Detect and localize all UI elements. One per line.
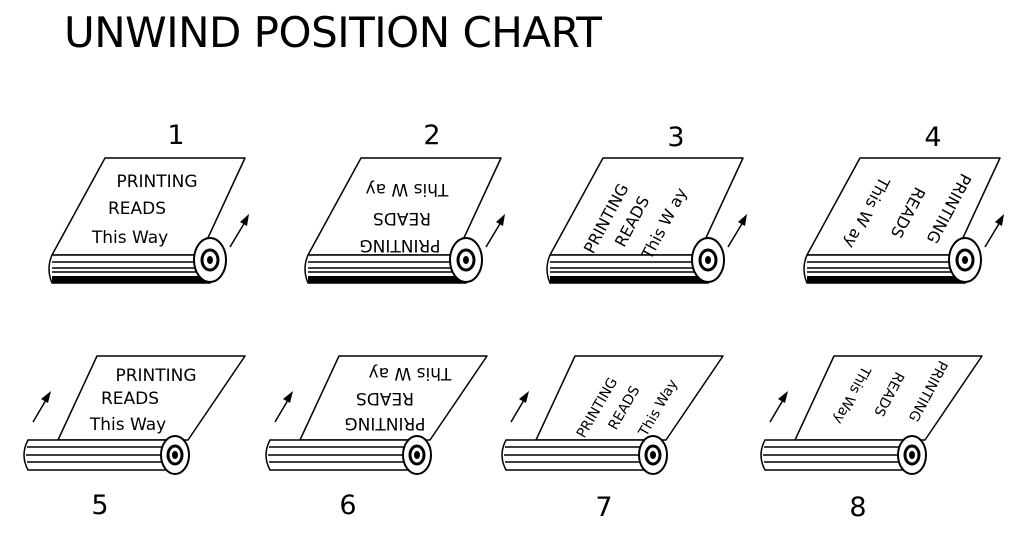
position-number-2: 2 — [423, 120, 441, 151]
roll-5-text-reads: READS — [101, 389, 159, 409]
unwind-roll-1: PRINTING READS This Way — [47, 156, 251, 285]
position-number-4: 4 — [924, 122, 942, 153]
unwind-roll-6: This W ay READS PRINTING — [264, 354, 489, 476]
roll-1-text-printing: PRINTING — [116, 172, 197, 192]
roll-2-text-thisway: This W ay — [366, 179, 450, 199]
chart-title: UNWIND POSITION CHART — [64, 8, 602, 57]
unwind-roll-2: This W ay READS PRINTING — [303, 156, 507, 285]
unwind-roll-4: This W ay READS PRINTING — [802, 156, 1006, 285]
position-number-6: 6 — [339, 490, 357, 521]
unwind-roll-5: PRINTING READS This Way — [22, 354, 247, 476]
roll-2-text-reads: READS — [373, 208, 431, 228]
roll-5-text-printing: PRINTING — [115, 366, 196, 386]
roll-6-text-reads: READS — [356, 388, 414, 408]
position-number-7: 7 — [595, 492, 613, 523]
unwind-roll-3: PRINTING READS This W ay — [545, 156, 749, 285]
roll-6-text-thisway: This W ay — [369, 363, 453, 383]
position-number-5: 5 — [91, 490, 109, 521]
position-number-3: 3 — [667, 122, 685, 153]
unwind-roll-7: PRINTING READS This Way — [500, 354, 725, 476]
roll-5-text-thisway: This Way — [89, 415, 166, 435]
position-number-8: 8 — [849, 492, 867, 523]
roll-1-text-reads: READS — [108, 199, 166, 219]
unwind-roll-8: This Way READS PRINTING — [759, 354, 984, 476]
roll-6-text-printing: PRINTING — [344, 413, 425, 433]
roll-2-text-printing: PRINTING — [359, 235, 440, 255]
position-number-1: 1 — [167, 120, 185, 151]
roll-1-text-thisway: This Way — [91, 228, 168, 248]
